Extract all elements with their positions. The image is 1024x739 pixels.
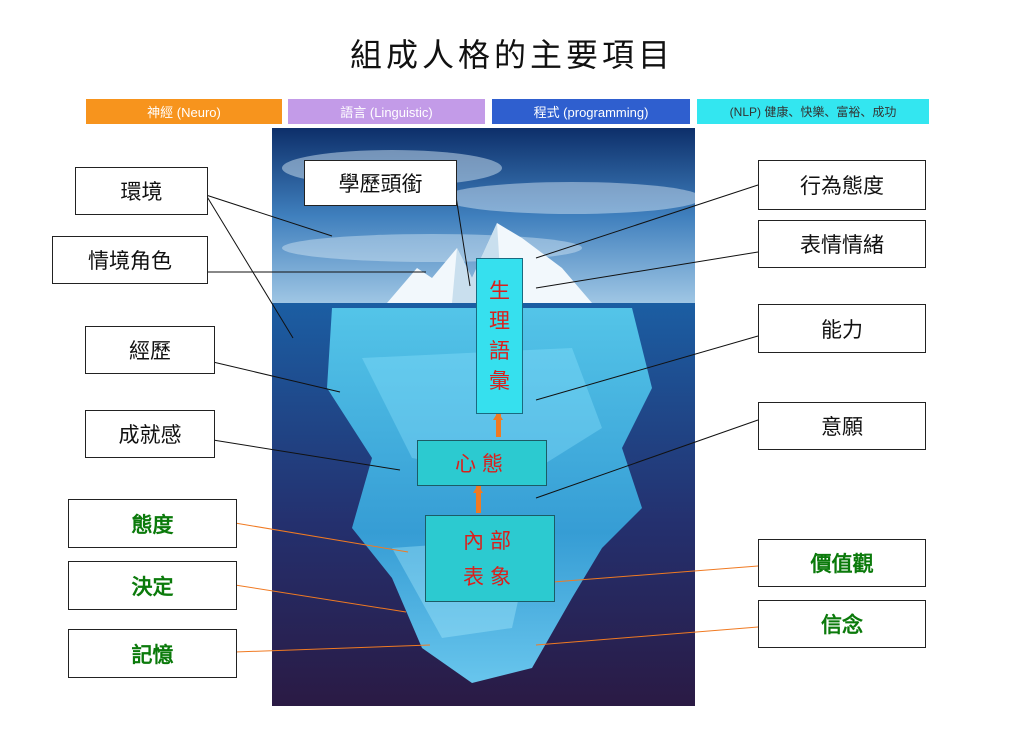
mindset-box: 心態: [417, 440, 547, 486]
inner-representation-box: 內部 表象: [425, 515, 555, 602]
vertical-char: 理: [489, 309, 510, 333]
label-decision: 決定: [68, 561, 237, 610]
label-attitude: 態度: [68, 499, 237, 548]
label-environment: 環境: [75, 167, 208, 215]
neuro-bar: 神經 (Neuro): [86, 99, 282, 124]
label-achievement: 成就感: [85, 410, 215, 458]
label-willingness: 意願: [758, 402, 926, 450]
inner-line: 表象: [463, 564, 517, 589]
label-memory: 記憶: [68, 629, 237, 678]
label-ability: 能力: [758, 304, 926, 353]
programming-bar: 程式 (programming): [492, 99, 690, 124]
vertical-char: 語: [489, 339, 510, 363]
iceberg-image: [272, 128, 695, 706]
vertical-char: 彙: [489, 369, 510, 393]
label-behavior: 行為態度: [758, 160, 926, 210]
linguistic-bar: 語言 (Linguistic): [288, 99, 485, 124]
label-beliefs: 信念: [758, 600, 926, 648]
inner-line: 內部: [463, 528, 517, 553]
page-title: 組成人格的主要項目: [349, 36, 674, 74]
label-experience: 經歷: [85, 326, 215, 374]
vertical-char: 生: [489, 279, 510, 303]
nlp-bar: (NLP) 健康、快樂、富裕、成功: [697, 99, 929, 124]
physiological-vocabulary-box: 生 理 語 彙: [476, 258, 523, 414]
label-role: 情境角色: [52, 236, 208, 284]
label-degree: 學歷頭銜: [304, 160, 457, 206]
label-emotion: 表情情緒: [758, 220, 926, 268]
label-values: 價值觀: [758, 539, 926, 587]
